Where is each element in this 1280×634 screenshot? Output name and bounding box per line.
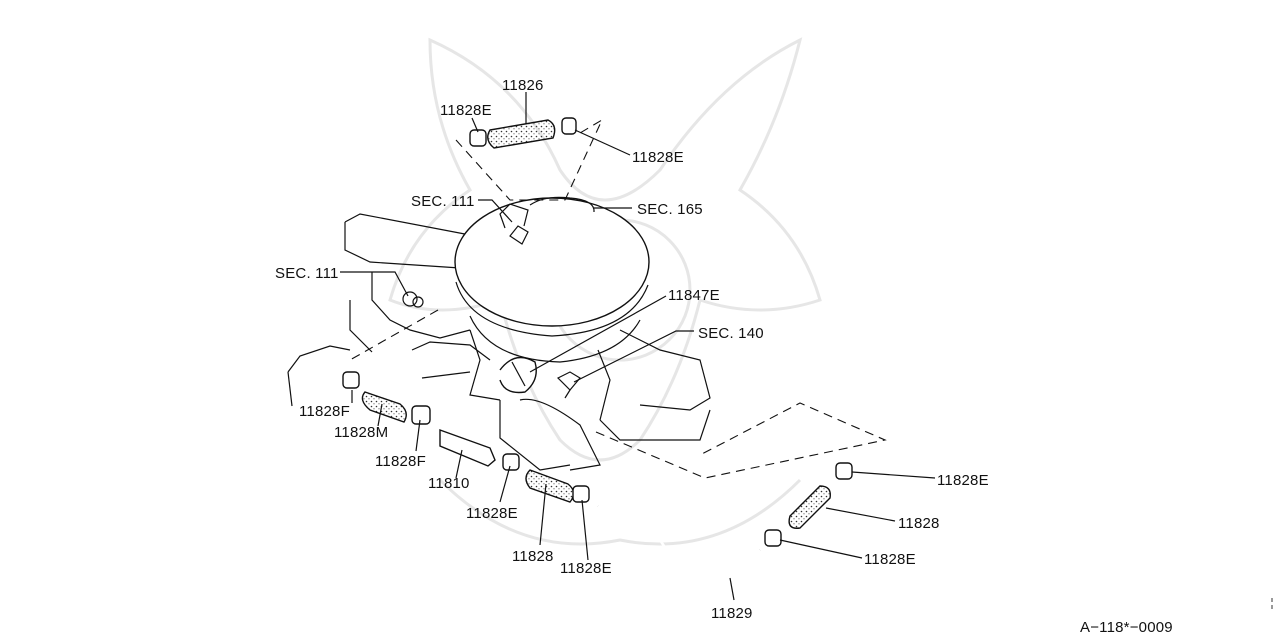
label-11828e-right-bot: 11828E	[864, 551, 916, 568]
label-11828-right: 11828	[898, 515, 940, 532]
label-11828-mid: 11828	[512, 548, 554, 565]
engine-assembly	[287, 196, 711, 471]
hose-right	[764, 462, 853, 547]
label-11828f-2: 11828F	[375, 453, 426, 470]
part-labels: 11826 11828E 11828E SEC. 111 SEC. 165 SE…	[275, 77, 1173, 634]
diagram-code: A−118*−0009	[1080, 619, 1173, 634]
hose-11826	[469, 117, 577, 149]
label-11829: 11829	[711, 605, 753, 622]
label-11828m: 11828M	[334, 424, 388, 441]
leader-lines	[340, 92, 936, 601]
label-11828e-mid2: 11828E	[560, 560, 612, 577]
label-11828f-1: 11828F	[299, 403, 350, 420]
label-11810: 11810	[428, 475, 470, 492]
label-11847e: 11847E	[668, 287, 720, 304]
label-sec165: SEC. 165	[637, 201, 703, 218]
label-11828e-top-left: 11828E	[440, 102, 492, 119]
hose-chain-left	[342, 371, 590, 503]
label-sec140: SEC. 140	[698, 325, 764, 342]
label-11828e-top-right: 11828E	[632, 149, 684, 166]
label-11828e-mid: 11828E	[466, 505, 518, 522]
tube-11829	[597, 504, 762, 587]
label-11826-top: 11826	[502, 77, 544, 94]
label-11828e-right-top: 11828E	[937, 472, 989, 489]
label-sec111-top: SEC. 111	[411, 193, 475, 210]
dashed-guides	[349, 118, 887, 479]
label-sec111-left: SEC. 111	[275, 265, 339, 282]
